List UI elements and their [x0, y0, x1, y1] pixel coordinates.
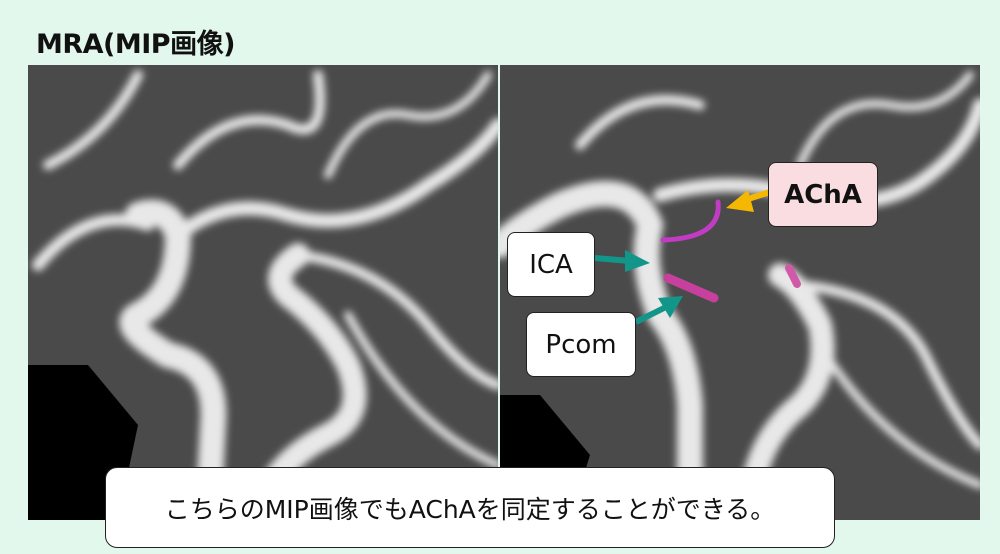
- label-acha: AChA: [768, 162, 878, 227]
- label-pcom: Pcom: [526, 312, 636, 377]
- vessel-image: [28, 70, 498, 520]
- slide-title: MRA(MIP画像): [36, 29, 235, 60]
- mra-mip-image-left: [28, 65, 498, 520]
- caption-box: こちらのMIP画像でもAChAを同定することができる。: [105, 467, 835, 548]
- label-ica: ICA: [507, 232, 595, 297]
